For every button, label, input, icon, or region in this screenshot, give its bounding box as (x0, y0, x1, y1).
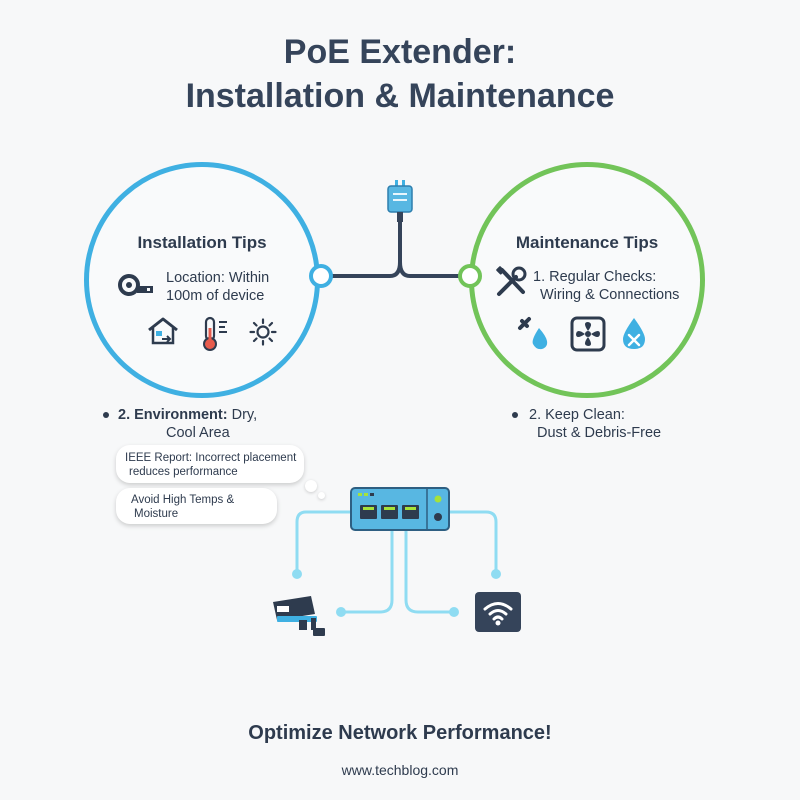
top-connector-right (398, 261, 470, 278)
page-title: PoE Extender: Installation & Maintenance (0, 30, 800, 118)
keep-clean-label: 2. Keep Clean: (529, 407, 625, 423)
keep-clean-tip: 2. Keep Clean: Dust & Debris-Free (529, 406, 729, 442)
tools-icon (496, 266, 527, 296)
environment-value-1: Dry, (231, 407, 258, 423)
ieee-report-bubble: IEEE Report: Incorrect placement reduces… (116, 445, 304, 483)
maintenance-tips-title: Maintenance Tips (515, 233, 659, 252)
clean-bullet-dot (512, 412, 518, 418)
home-icon (148, 317, 178, 345)
thermometer-icon (203, 316, 227, 351)
link-wifi-2 (404, 530, 452, 614)
link-camera (295, 510, 352, 572)
maintenance-tips-circle (469, 162, 705, 398)
avoid-line-1: Avoid High Temps & (131, 494, 235, 506)
report-line-1: IEEE Report: Incorrect placement (125, 452, 297, 464)
sun-icon (249, 318, 277, 346)
location-tip-line-2: 100m of device (166, 288, 265, 304)
regular-checks-line-1: 1. Regular Checks: (533, 269, 657, 285)
installation-tips-title: Installation Tips (137, 233, 267, 252)
bubble-tail-dot-small (318, 492, 325, 499)
location-tip: Location: Within 100m of device (166, 269, 306, 305)
poe-plug-icon (387, 180, 413, 222)
environment-label: 2. Environment: (118, 407, 228, 423)
avoid-line-2: Moisture (134, 508, 179, 520)
title-line-2: Installation & Maintenance (185, 77, 615, 115)
regular-checks-line-2: Wiring & Connections (540, 287, 680, 303)
keep-clean-value: Dust & Debris-Free (537, 425, 662, 441)
top-connector (321, 218, 402, 278)
cable-icon (118, 274, 153, 296)
maintenance-node (458, 264, 482, 288)
link-camera-2 (342, 530, 394, 614)
title-line-1: PoE Extender: (283, 33, 517, 71)
link-wifi (448, 510, 498, 572)
installation-node (309, 264, 333, 288)
avoid-temps-bubble: Avoid High Temps & Moisture (116, 488, 277, 524)
report-line-2: reduces performance (129, 466, 238, 478)
footer-url[interactable]: www.techblog.com (341, 762, 459, 778)
environment-value-2: Cool Area (166, 425, 230, 441)
environment-bullet-dot (103, 412, 109, 418)
security-camera-icon (273, 596, 325, 636)
bubble-tail-dot (305, 480, 317, 492)
regular-checks-tip: 1. Regular Checks: Wiring & Connections (533, 268, 703, 304)
location-tip-line-1: Location: Within (166, 270, 270, 286)
poe-switch-icon (350, 487, 450, 531)
wrench-water-icon (518, 317, 548, 350)
environment-tip: 2. Environment: Dry, Cool Area (118, 406, 318, 442)
footer-tagline: Optimize Network Performance! (248, 722, 552, 744)
wifi-access-point-icon (475, 592, 521, 632)
no-water-icon (623, 318, 645, 349)
fan-icon (570, 316, 606, 352)
